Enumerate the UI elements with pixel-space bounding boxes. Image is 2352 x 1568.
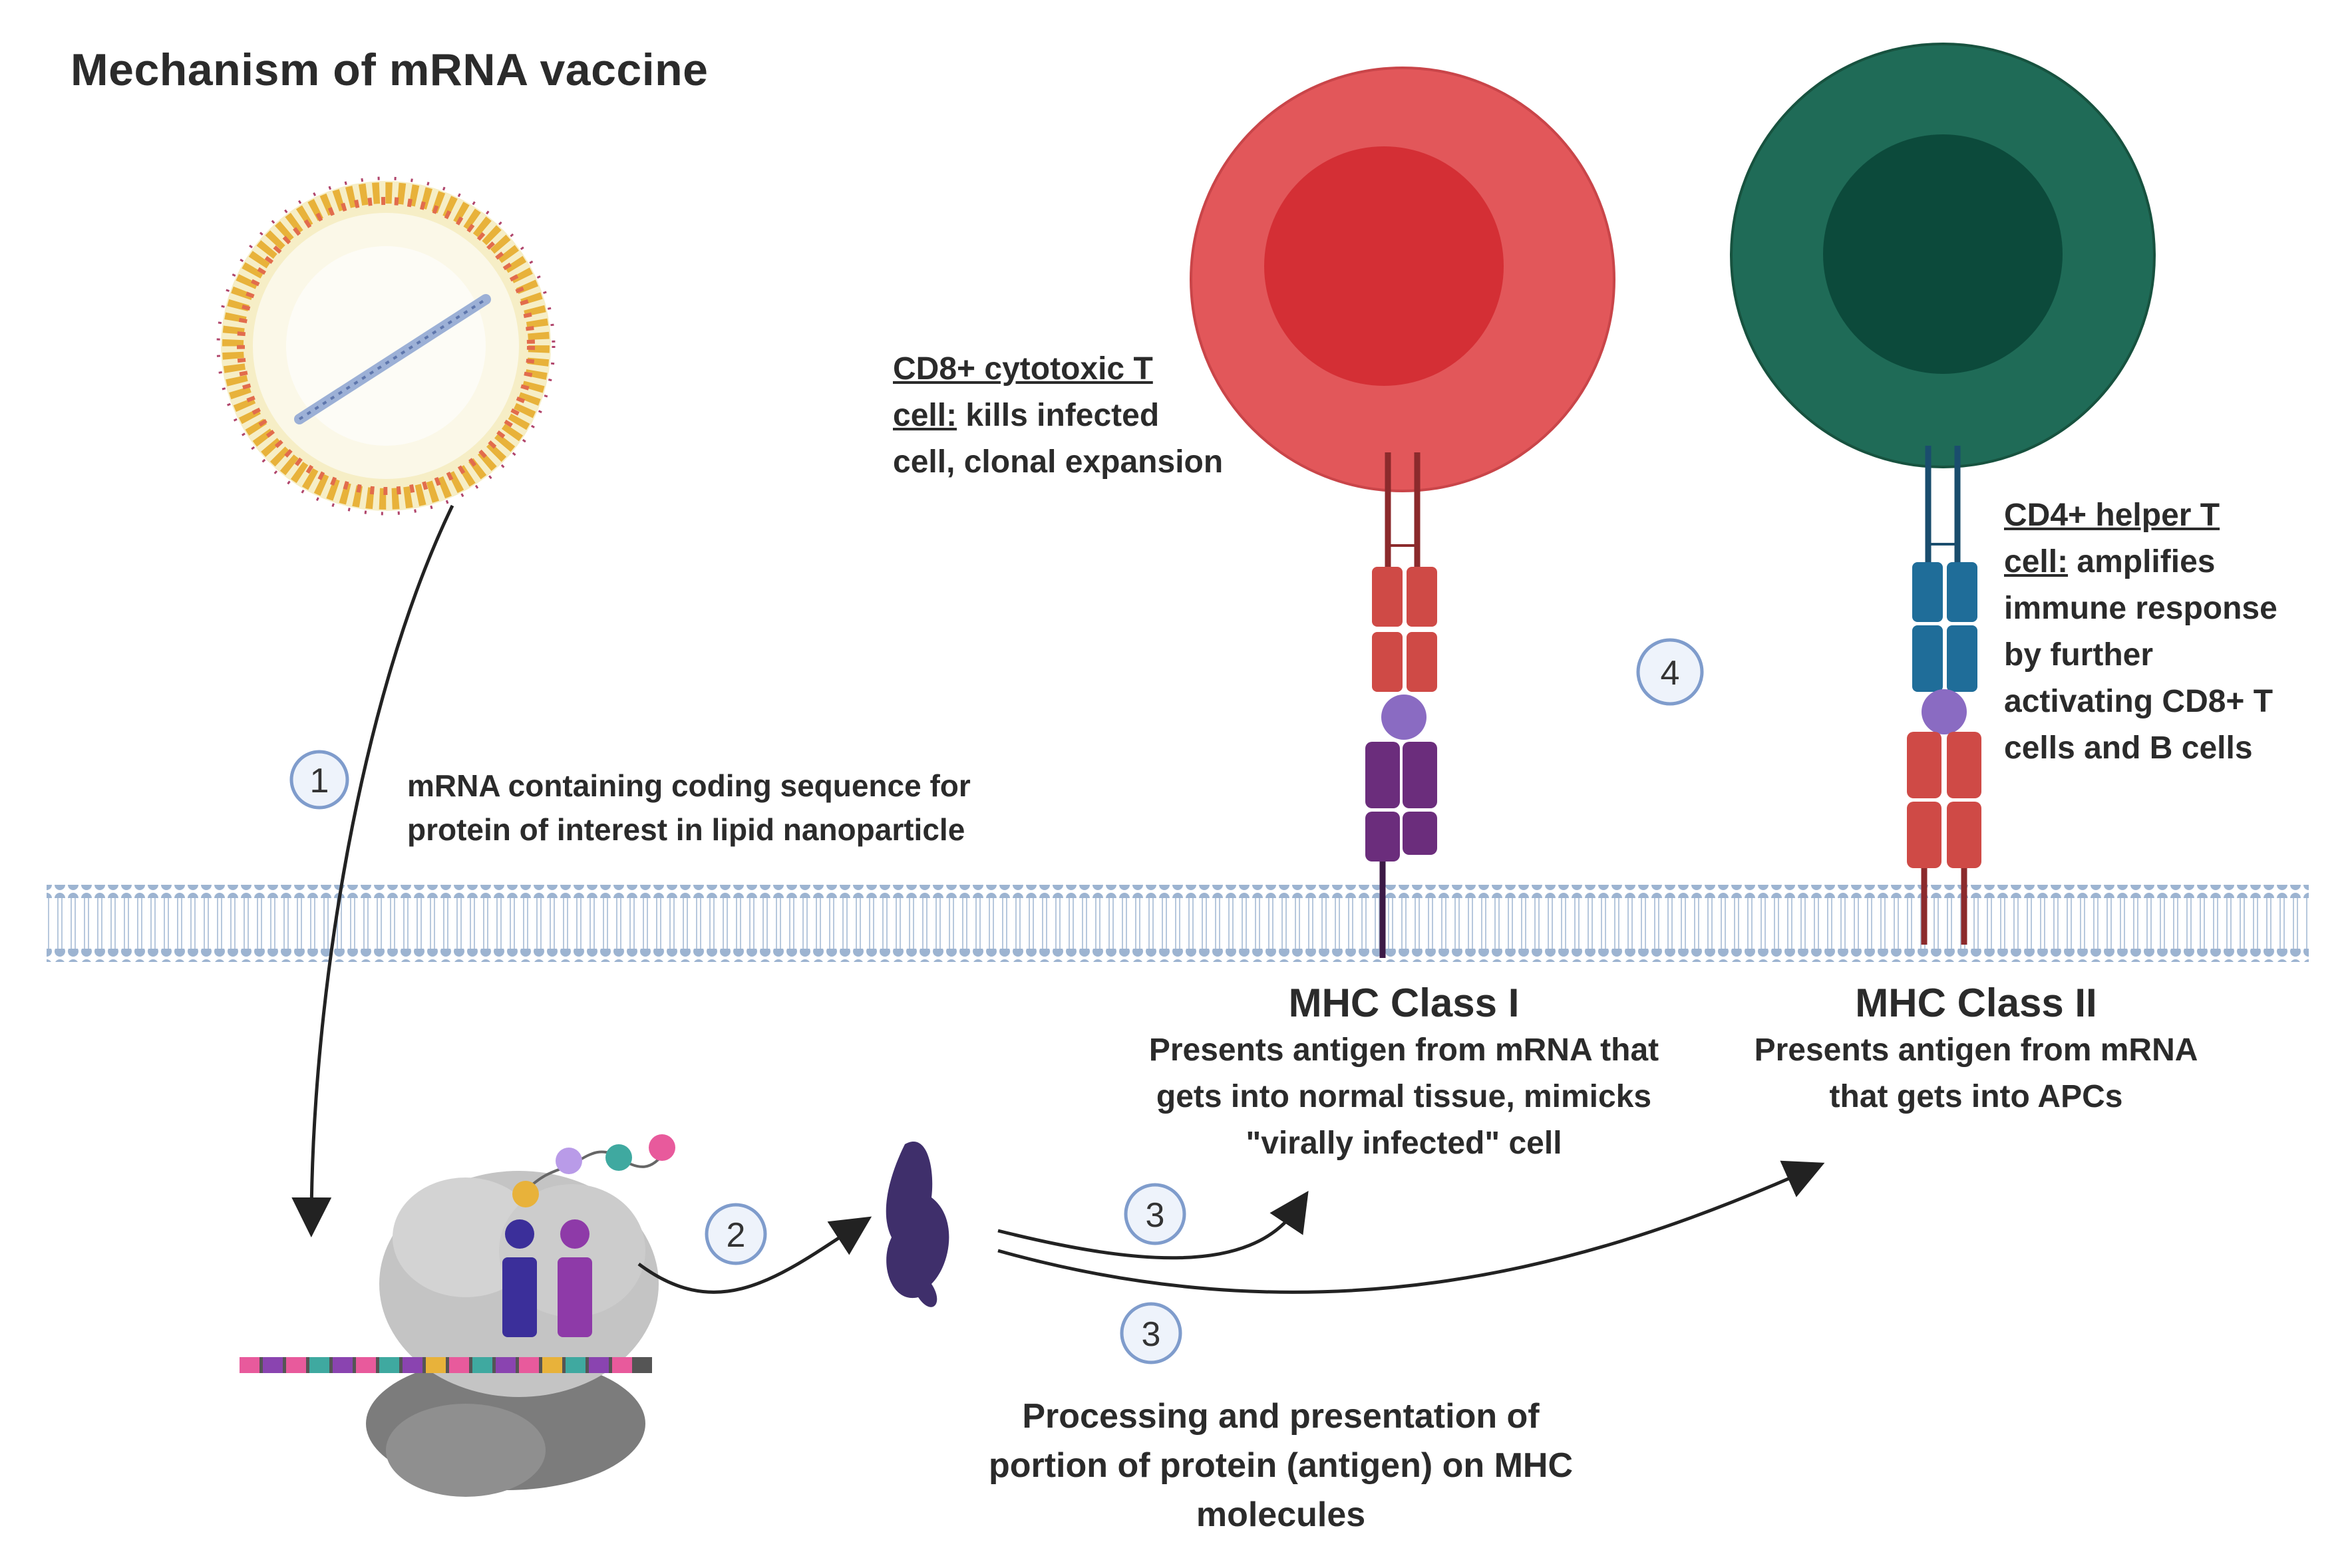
mhc-class-ii-complex [1907,446,1981,945]
step-3b-number: 3 [1142,1315,1161,1354]
cd4-cell-label: CD4+ helper T cell: amplifies immune res… [2004,492,2277,772]
lipid-nanoparticle [216,176,556,516]
trna-left [502,1257,537,1337]
step-3b-badge: 3 [1120,1302,1182,1364]
cd4-label-desc3: immune response [2004,591,2277,626]
arrow-step2 [637,1216,872,1294]
mhc1-desc-line2: gets into normal tissue, mimicks [1156,1079,1652,1114]
processing-label: Processing and presentation of portion o… [931,1392,1630,1539]
cd4-nucleus [1823,134,2063,374]
ribosome [240,1134,675,1497]
mrna-strand [294,294,491,424]
folded-protein [886,1142,949,1307]
cd4-label-desc6: cells and B cells [2004,730,2253,766]
cd8-label-desc3: cell, clonal expansion [893,444,1224,480]
cd8-t-cell [1190,67,1615,492]
diagram-title: Mechanism of mRNA vaccine [71,45,709,95]
cd4-label-name1: CD4+ helper T [2004,498,2220,533]
cd4-label-desc4: by further [2004,637,2154,673]
mhc1-desc-line3: "virally infected" cell [1246,1126,1562,1161]
step-4-number: 4 [1661,654,1680,693]
arrow-step3-mhc2 [997,1160,1825,1294]
antigen-peptide-mhc1 [1381,695,1427,740]
cd8-nucleus [1264,146,1504,386]
antigen-peptide-mhc2 [1922,689,1967,734]
mrna-codons [240,1357,632,1373]
cd4-label-desc2: amplifies [2068,544,2216,579]
step-3a-badge: 3 [1124,1183,1186,1245]
step-2-number: 2 [727,1216,746,1255]
step-4-badge: 4 [1636,638,1704,706]
cd4-label-desc5: activating CD8+ T [2004,684,2273,719]
cd8-label-name1: CD8+ cytotoxic T [893,351,1153,387]
processing-line1: Processing and presentation of [1022,1397,1540,1436]
cell-membrane [47,885,2309,962]
cd4-label-name2: cell: [2004,544,2069,579]
nanoparticle-caption-line2: protein of interest in lipid nanoparticl… [407,812,965,847]
cd4-t-cell [1730,43,2156,468]
mhc-class-i-complex [1365,452,1437,958]
step-2-badge: 2 [705,1203,767,1265]
processing-line3: molecules [1196,1495,1366,1534]
peptide-chain [512,1134,675,1207]
step-3a-number: 3 [1146,1196,1165,1235]
mhc1-label: MHC Class I Presents antigen from mRNA t… [1111,979,1697,1167]
mhc1-desc-line1: Presents antigen from mRNA that [1148,1032,1659,1068]
mhc2-desc-line1: Presents antigen from mRNA [1754,1032,2198,1068]
mhc2-heading: MHC Class II [1855,981,2097,1025]
mhc1-heading: MHC Class I [1288,981,1520,1025]
arrow-step1 [291,504,454,1237]
trna-right [558,1257,592,1337]
step-1-number: 1 [310,762,329,800]
processing-line2: portion of protein (antigen) on MHC [988,1446,1574,1485]
arrow-step3-mhc1 [997,1191,1309,1260]
nanoparticle-caption: mRNA containing coding sequence for prot… [407,764,971,852]
mhc2-desc-line2: that gets into APCs [1829,1079,2123,1114]
step-1-badge: 1 [289,750,349,810]
cd8-label-desc2: kills infected [957,398,1160,433]
cd8-label-name2: cell: [893,398,957,433]
nanoparticle-caption-line1: mRNA containing coding sequence for [407,768,971,803]
cd8-cell-label: CD8+ cytotoxic T cell: kills infected ce… [893,346,1223,486]
mhc2-label: MHC Class II Presents antigen from mRNA … [1703,979,2249,1120]
